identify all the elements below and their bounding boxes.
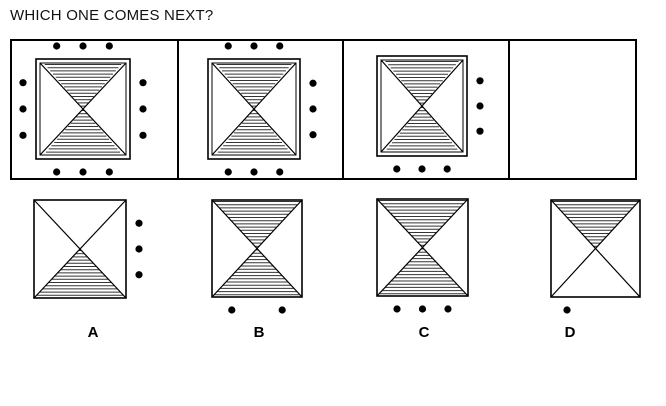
right-dot	[135, 245, 143, 253]
sequence-cell-blank	[510, 41, 635, 178]
right-dot	[309, 79, 317, 87]
outer-square	[207, 58, 301, 160]
bottom-dot	[563, 306, 571, 314]
top-dot	[276, 42, 284, 50]
outer-square	[33, 199, 127, 299]
sequence-strip	[10, 39, 637, 180]
sequence-cell-2	[179, 41, 342, 178]
sequence-cell-1	[12, 41, 177, 178]
cell-divider	[342, 41, 344, 178]
sequence-figure-2	[207, 42, 317, 176]
bottom-dot	[250, 168, 258, 176]
inner-square	[39, 62, 127, 156]
option-c[interactable]	[360, 190, 490, 313]
top-dot	[53, 42, 61, 50]
right-dot	[309, 105, 317, 113]
bottom-dot	[53, 168, 61, 176]
option-label-a: A	[87, 324, 99, 341]
right-dot	[139, 79, 147, 87]
diagonal-line	[550, 199, 641, 298]
bottom-dot	[444, 305, 452, 313]
right-dot	[476, 77, 484, 85]
right-dot	[135, 271, 143, 279]
outer-square	[211, 199, 303, 298]
diagonal-line	[211, 62, 297, 156]
diagonal-line	[33, 199, 127, 299]
inner-square	[380, 59, 464, 153]
right-dot	[309, 131, 317, 139]
left-dot	[19, 105, 27, 113]
top-triangle	[385, 61, 459, 104]
square-figure	[376, 198, 469, 297]
bottom-dot	[393, 305, 401, 313]
bottom-dot	[393, 165, 401, 173]
bottom-triangle	[386, 107, 458, 150]
top-dot	[224, 42, 232, 50]
top-triangle	[552, 201, 639, 247]
outer-square	[550, 199, 641, 298]
bottom-triangle	[214, 249, 300, 296]
left-dot	[19, 79, 27, 87]
sequence-cell-3	[344, 41, 508, 178]
diagonal-line	[39, 62, 127, 156]
option-a[interactable]	[20, 190, 170, 310]
top-dot	[79, 42, 87, 50]
option-label-d: D	[564, 324, 576, 341]
top-dot	[250, 42, 258, 50]
bottom-dot	[443, 165, 451, 173]
diagonal-line	[376, 198, 469, 297]
option-figure-c	[376, 198, 469, 313]
bottom-dot	[278, 306, 286, 314]
left-dot	[19, 131, 27, 139]
bottom-dot	[418, 165, 426, 173]
option-b[interactable]	[195, 190, 325, 314]
bottom-dot	[276, 168, 284, 176]
bottom-dot	[224, 168, 232, 176]
square-figure	[207, 58, 301, 160]
square-figure	[550, 199, 641, 298]
outer-square	[376, 198, 469, 297]
outer-square	[35, 58, 131, 160]
square-figure	[376, 55, 468, 157]
square-figure	[211, 199, 303, 298]
outer-square	[376, 55, 468, 157]
cell-divider	[177, 41, 179, 178]
option-label-c: C	[418, 324, 430, 341]
sequence-figure-1	[19, 42, 147, 176]
option-figure-b	[211, 199, 303, 314]
right-dot	[135, 219, 143, 227]
diagonal-line	[380, 59, 464, 153]
top-triangle	[378, 200, 467, 246]
bottom-triangle	[379, 248, 466, 295]
bottom-dot	[105, 168, 113, 176]
bottom-dot	[79, 168, 87, 176]
top-triangle	[213, 201, 301, 247]
option-figure-a	[33, 199, 143, 299]
question-title: WHICH ONE COMES NEXT?	[10, 7, 214, 24]
square-figure	[33, 199, 127, 299]
option-d[interactable]	[530, 190, 660, 314]
bottom-dot	[418, 305, 427, 313]
bottom-triangle	[217, 110, 291, 153]
top-triangle	[216, 64, 292, 107]
right-dot	[139, 131, 147, 139]
bottom-triangle	[36, 250, 124, 296]
right-dot	[476, 127, 484, 135]
sequence-figure-3	[376, 55, 484, 173]
option-figure-d	[550, 199, 641, 314]
top-dot	[105, 42, 113, 50]
cell-divider	[508, 41, 510, 178]
right-dot	[476, 102, 484, 110]
inner-square	[211, 62, 297, 156]
bottom-triangle	[45, 110, 121, 153]
right-dot	[139, 105, 147, 113]
bottom-dot	[228, 306, 236, 314]
diagonal-line	[211, 199, 303, 298]
square-figure	[35, 58, 131, 160]
option-label-b: B	[253, 324, 265, 341]
top-triangle	[44, 64, 122, 107]
